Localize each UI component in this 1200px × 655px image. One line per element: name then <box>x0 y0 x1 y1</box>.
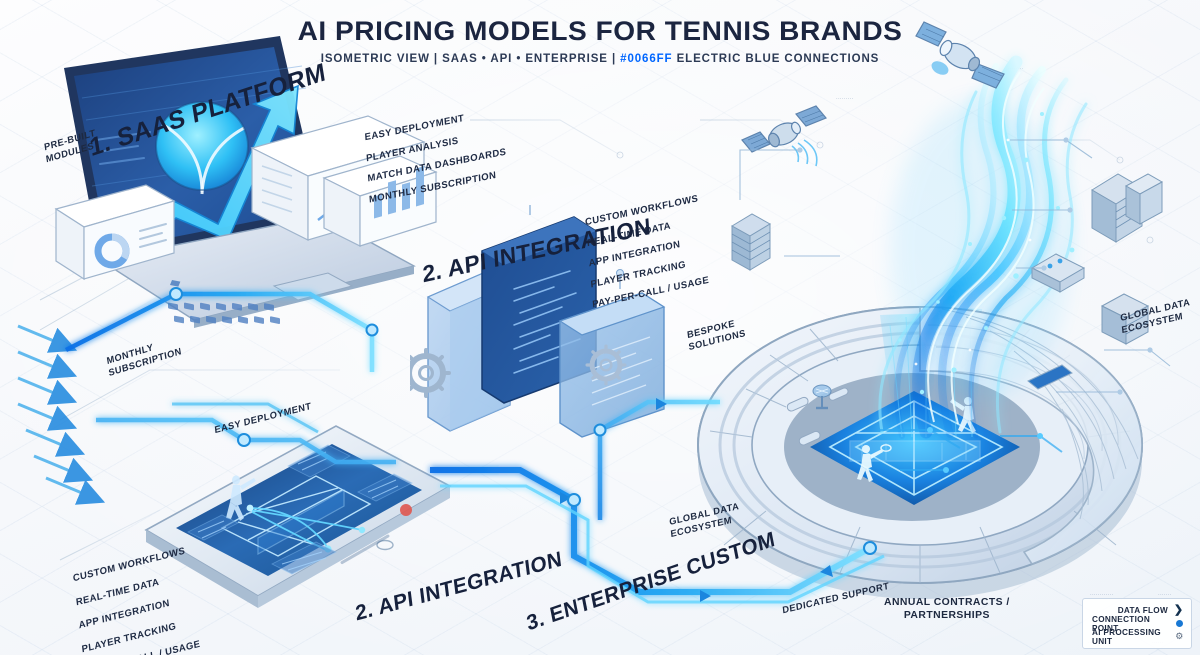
feature-list-api-repeat: CUSTOM WORKFLOWS REAL-TIME DATA APP INTE… <box>72 545 203 655</box>
dot-icon <box>1174 620 1184 627</box>
server-rack-icon <box>1091 173 1164 243</box>
callout-monthly-subscription: MONTHLY SUBSCRIPTION <box>105 340 183 378</box>
callout-annual-contracts: ANNUAL CONTRACTS / PARTNERSHIPS <box>884 597 1010 621</box>
arrow-icon: ❯ <box>1173 604 1184 616</box>
subtitle-post: ELECTRIC BLUE CONNECTIONS <box>672 53 880 65</box>
page-title: AI PRICING MODELS FOR TENNIS BRANDS <box>297 16 903 46</box>
subtitle-accent-hex: #0066FF <box>620 53 673 65</box>
network-device-icon <box>1030 253 1086 293</box>
subtitle-pre: ISOMETRIC VIEW | SAAS • API • ENTERPRISE… <box>320 53 621 65</box>
gear-icon: ⚙ <box>1175 631 1184 641</box>
page-subtitle: ISOMETRIC VIEW | SAAS • API • ENTERPRISE… <box>0 53 1200 65</box>
legend: DATA FLOW ❯ CONNECTION POINT AI PROCESSI… <box>1082 598 1192 649</box>
header: AI PRICING MODELS FOR TENNIS BRANDS ISOM… <box>0 16 1200 65</box>
dashboard-card-donut <box>54 184 176 281</box>
legend-label: AI PROCESSING UNIT <box>1092 627 1161 646</box>
server-rack-icon <box>731 213 771 271</box>
legend-item-ai-processing-unit: AI PROCESSING UNIT ⚙ <box>1092 627 1184 646</box>
satellite-icon <box>741 105 827 167</box>
